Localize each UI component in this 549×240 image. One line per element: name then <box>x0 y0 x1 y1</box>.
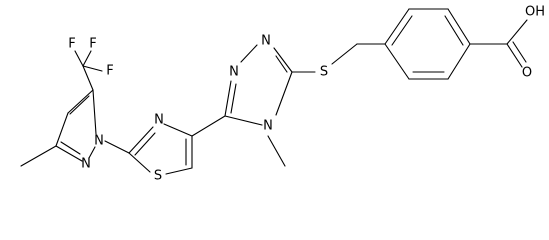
bond-thz-c2-n3 <box>128 126 154 154</box>
atom-oh-group: OH <box>525 5 545 20</box>
bond-c-f2 <box>82 50 92 67</box>
atom-n-triazole-4: N <box>263 119 273 134</box>
atom-n-pyrazole-2: N <box>81 157 91 172</box>
bond-bz-3-4-double <box>444 15 464 46</box>
atom-s-thiazole: S <box>154 169 162 184</box>
bond-bz-1-2 <box>384 8 410 45</box>
bond-pz-n1-c5 <box>92 89 97 135</box>
bond-bz-4-5 <box>447 43 471 80</box>
bond-trz-n4-c3 <box>224 115 263 126</box>
atom-s-thioether: S <box>320 65 328 80</box>
atom-f-top-left: F <box>68 37 75 52</box>
bond-bz-6-1 <box>384 43 410 80</box>
atom-n-triazole-2: N <box>229 65 239 80</box>
atom-f-right: F <box>106 64 113 79</box>
atom-n-pyrazole-1: N <box>94 134 104 149</box>
bond-pz-n2-n1 <box>88 146 96 159</box>
bond-c-o-double-2 <box>512 41 527 63</box>
chemical-structure: F F F N N S N N N N S O OH <box>20 5 545 184</box>
bond-pz-c5-c4 <box>67 89 94 114</box>
bond-thz-n3-c4 <box>163 123 193 137</box>
bond-thz-c5-s1 <box>165 167 193 175</box>
atom-o-carbonyl: O <box>522 66 532 81</box>
atom-labels: F F F N N S N N N N S O OH <box>68 5 545 184</box>
bond-n1-thz-c2 <box>104 140 130 154</box>
atom-n-thiazole: N <box>154 113 164 128</box>
bond-trz-c3-n2-double <box>230 83 237 114</box>
bond-bz-1-2-double <box>391 15 413 46</box>
bond-s-ch2 <box>331 43 358 65</box>
bond-pz-c5-c4-double <box>69 95 90 115</box>
bond-c-oh <box>506 19 528 45</box>
bond-bz-3-4 <box>447 8 471 45</box>
bond-trz-c5-n4 <box>275 71 293 116</box>
bond-cf3-c5 <box>82 65 94 91</box>
bond-c-o-double-1 <box>506 43 523 68</box>
bond-trz-c3-n2 <box>224 80 232 117</box>
bond-thz-c2-n3-double <box>134 132 156 156</box>
bond-pz-c3-methyl <box>20 145 57 167</box>
bond-thz-s1-c2 <box>128 152 151 173</box>
bonds <box>20 8 528 175</box>
bond-pz-c3-n2 <box>55 145 83 162</box>
bond-thz-trz <box>191 115 226 137</box>
bond-trz-n1-c5-double <box>275 55 288 73</box>
atom-f-top-right: F <box>89 37 96 52</box>
bond-trz-n1-c5 <box>273 47 293 73</box>
bond-trz-n2-n1 <box>240 44 258 63</box>
bond-pz-c4-c3 <box>55 112 69 147</box>
bond-c-f1 <box>74 50 84 67</box>
bond-pz-c3-n2-double <box>60 141 81 155</box>
atom-n-triazole-1: N <box>261 34 271 49</box>
bond-c-f3 <box>82 65 103 72</box>
bond-trz-n4-methyl <box>267 135 286 167</box>
